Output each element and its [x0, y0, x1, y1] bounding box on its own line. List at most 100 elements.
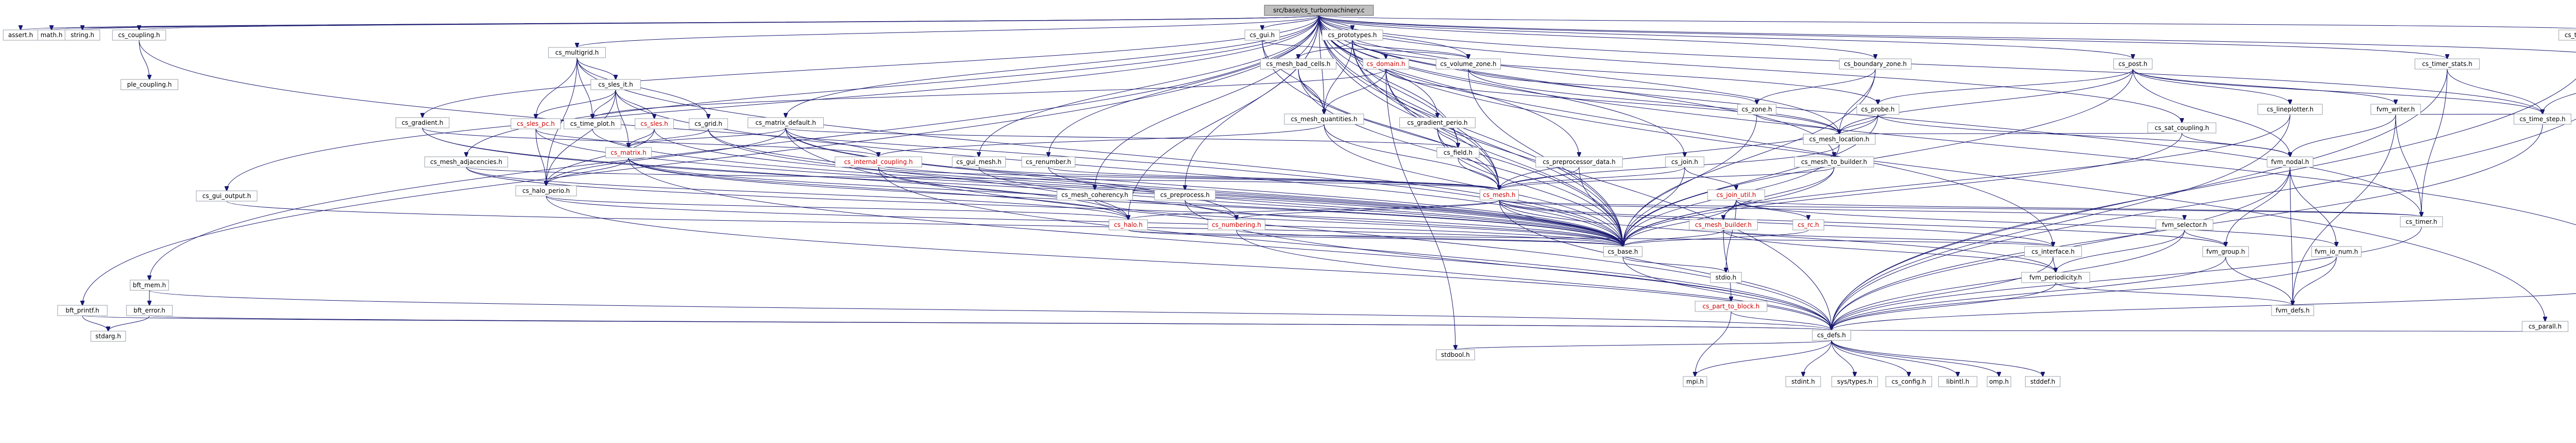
node-bft-error-h[interactable]: bft_error.h — [126, 305, 173, 316]
edge-cs-coupling-h-to-ple-coupling-h — [139, 40, 149, 79]
node-assert-h[interactable]: assert.h — [3, 29, 39, 41]
node-fvm-defs-h[interactable]: fvm_defs.h — [2271, 305, 2314, 316]
node-cs-part-to-block-h[interactable]: cs_part_to_block.h — [1694, 301, 1768, 312]
node-cs-turbomachinery-h[interactable]: cs_turbomachinery.h — [2558, 29, 2576, 41]
node-cs-matrix-h[interactable]: cs_matrix.h — [605, 147, 652, 158]
node-label: stdint.h — [1791, 378, 1815, 385]
node-cs-sles-h[interactable]: cs_sles.h — [635, 118, 674, 129]
node-cs-timer-stats-h[interactable]: cs_timer_stats.h — [2414, 58, 2480, 70]
node-stdbool-h[interactable]: stdbool.h — [1436, 349, 1475, 360]
node-cs-renumber-h[interactable]: cs_renumber.h — [1021, 156, 1076, 168]
edge-root-to-cs-restart-h — [1318, 15, 2576, 53]
node-cs-gui-output-h[interactable]: cs_gui_output.h — [196, 190, 258, 202]
node-cs-mesh-h[interactable]: cs_mesh.h — [1480, 189, 1519, 201]
edge-cs-multigrid-h-to-cs-sles-it-h — [577, 57, 616, 79]
node-fvm-periodicity-h[interactable]: fvm_periodicity.h — [2021, 272, 2090, 283]
node-stddef-h[interactable]: stddef.h — [2025, 376, 2061, 387]
node-cs-grid-h[interactable]: cs_grid.h — [689, 118, 728, 129]
node-cs-mesh-location-h[interactable]: cs_mesh_location.h — [1803, 134, 1876, 145]
node-cs-gradient-h[interactable]: cs_gradient.h — [395, 117, 450, 128]
node-cs-halo-perio-h[interactable]: cs_halo_perio.h — [515, 185, 577, 196]
node-libintl-h[interactable]: libintl.h — [1938, 376, 1977, 387]
node-cs-config-h[interactable]: cs_config.h — [1885, 376, 1933, 387]
edge-cs-lineplotter-h-to-cs-defs-h — [1832, 114, 2291, 330]
edge-cs-volume-zone-h-to-cs-mesh-location-h — [1468, 69, 1839, 134]
node-stdint-h[interactable]: stdint.h — [1785, 376, 1821, 387]
edge-cs-internal-coupling-h-to-cs-base-h — [878, 167, 1623, 247]
node-cs-volume-zone-h[interactable]: cs_volume_zone.h — [1435, 58, 1501, 70]
node-cs-preprocessor-data-h[interactable]: cs_preprocessor_data.h — [1535, 156, 1623, 168]
edge-cs-lineplotter-h-to-cs-base-h — [1623, 114, 2291, 247]
node-cs-internal-coupling-h[interactable]: cs_internal_coupling.h — [835, 156, 922, 168]
node-cs-interface-h[interactable]: cs_interface.h — [2024, 246, 2082, 257]
node-mpi-h[interactable]: mpi.h — [1683, 376, 1707, 387]
node-math-h[interactable]: math.h — [37, 29, 66, 41]
node-cs-field-h[interactable]: cs_field.h — [1436, 147, 1480, 158]
node-cs-mesh-to-builder-h[interactable]: cs_mesh_to_builder.h — [1794, 156, 1874, 168]
node-cs-sles-it-h[interactable]: cs_sles_it.h — [590, 79, 641, 90]
node-fvm-writer-h[interactable]: fvm_writer.h — [2370, 104, 2421, 115]
edge-cs-sles-it-h-to-cs-halo-perio-h — [546, 89, 616, 186]
node-cs-sles-pc-h[interactable]: cs_sles_pc.h — [511, 118, 561, 129]
node-box — [1021, 156, 1076, 168]
node-cs-numbering-h[interactable]: cs_numbering.h — [1208, 219, 1265, 231]
edge-cs-mesh-coherency-h-to-cs-base-h — [1094, 200, 1623, 247]
node-fvm-nodal-h[interactable]: fvm_nodal.h — [2266, 156, 2314, 168]
edge-cs-zone-h-to-cs-base-h — [1623, 114, 1757, 247]
node-cs-sat-coupling-h[interactable]: cs_sat_coupling.h — [2147, 122, 2216, 134]
node-fvm-group-h[interactable]: fvm_group.h — [2202, 246, 2249, 257]
node-cs-coupling-h[interactable]: cs_coupling.h — [112, 29, 166, 41]
node-label: cs_join.h — [1671, 158, 1698, 166]
node-box — [515, 185, 577, 196]
node-cs-parall-h[interactable]: cs_parall.h — [2521, 321, 2569, 332]
node-cs-boundary-zone-h[interactable]: cs_boundary_zone.h — [1839, 58, 1912, 70]
node-cs-gradient-perio-h[interactable]: cs_gradient_perio.h — [1399, 117, 1476, 128]
node-cs-join-util-h[interactable]: cs_join_util.h — [1707, 189, 1765, 201]
node-label: libintl.h — [1946, 378, 1970, 385]
node-cs-timer-h[interactable]: cs_timer.h — [2400, 216, 2443, 227]
node-cs-mesh-builder-h[interactable]: cs_mesh_builder.h — [1689, 219, 1758, 231]
node-stdio-h[interactable]: stdio.h — [1710, 272, 1742, 283]
edge-root-to-cs-volume-zone-h — [1318, 15, 1468, 59]
edge-cs-mesh-to-builder-h-to-cs-base-h — [1623, 167, 1835, 247]
node-cs-join-h[interactable]: cs_join.h — [1665, 156, 1704, 168]
node-cs-base-h[interactable]: cs_base.h — [1603, 246, 1642, 257]
node-cs-defs-h[interactable]: cs_defs.h — [1812, 330, 1851, 341]
node-cs-mesh-coherency-h[interactable]: cs_mesh_coherency.h — [1057, 189, 1133, 201]
node-box — [1208, 219, 1265, 231]
node-cs-zone-h[interactable]: cs_zone.h — [1737, 104, 1776, 115]
node-cs-domain-h[interactable]: cs_domain.h — [1362, 58, 1410, 70]
node-cs-time-step-h[interactable]: cs_time_step.h — [2514, 113, 2571, 125]
node-cs-matrix-default-h[interactable]: cs_matrix_default.h — [748, 117, 824, 128]
node-box — [90, 331, 126, 342]
node-cs-multigrid-h[interactable]: cs_multigrid.h — [548, 47, 606, 58]
node-string-h[interactable]: string.h — [64, 29, 100, 41]
node-cs-post-h[interactable]: cs_post.h — [2113, 58, 2153, 70]
node-label: cs_preprocess.h — [1160, 191, 1210, 199]
node-cs-gui-h[interactable]: cs_gui.h — [1244, 29, 1280, 41]
node-cs-gui-mesh-h[interactable]: cs_gui_mesh.h — [952, 156, 1006, 168]
node-box — [2311, 246, 2362, 257]
node-cs-preprocess-h[interactable]: cs_preprocess.h — [1154, 189, 1216, 201]
edge-cs-gradient-h-to-cs-base-h — [422, 127, 1623, 247]
node-label: cs_halo_perio.h — [522, 187, 570, 194]
node-cs-halo-h[interactable]: cs_halo.h — [1109, 219, 1148, 231]
node-cs-prototypes-h[interactable]: cs_prototypes.h — [1321, 29, 1383, 41]
node-cs-mesh-bad-cells-h[interactable]: cs_mesh_bad_cells.h — [1260, 58, 1336, 70]
edge-cs-prototypes-h-to-cs-mesh-quantities-h — [1324, 40, 1353, 114]
node-stdarg-h[interactable]: stdarg.h — [90, 331, 126, 342]
node-cs-lineplotter-h[interactable]: cs_lineplotter.h — [2257, 104, 2323, 115]
node-bft-printf-h[interactable]: bft_printf.h — [57, 305, 108, 316]
node-sys-types-h[interactable]: sys/types.h — [1831, 376, 1878, 387]
node-label: cs_halo.h — [1114, 221, 1143, 228]
node-cs-time-plot-h[interactable]: cs_time_plot.h — [564, 118, 621, 129]
node-cs-mesh-quantities-h[interactable]: cs_mesh_quantities.h — [1284, 113, 1364, 125]
node-cs-mesh-adjacencies-h[interactable]: cs_mesh_adjacencies.h — [424, 156, 509, 168]
node-fvm-io-num-h[interactable]: fvm_io_num.h — [2311, 246, 2362, 257]
node-bft-mem-h[interactable]: bft_mem.h — [130, 280, 169, 291]
node-cs-probe-h[interactable]: cs_probe.h — [1856, 104, 1900, 115]
node-cs-rc-h[interactable]: cs_rc.h — [1792, 219, 1824, 231]
node-fvm-selector-h[interactable]: fvm_selector.h — [2156, 219, 2213, 231]
node-omp-h[interactable]: omp.h — [1987, 376, 2011, 387]
node-ple-coupling-h[interactable]: ple_coupling.h — [121, 79, 178, 90]
